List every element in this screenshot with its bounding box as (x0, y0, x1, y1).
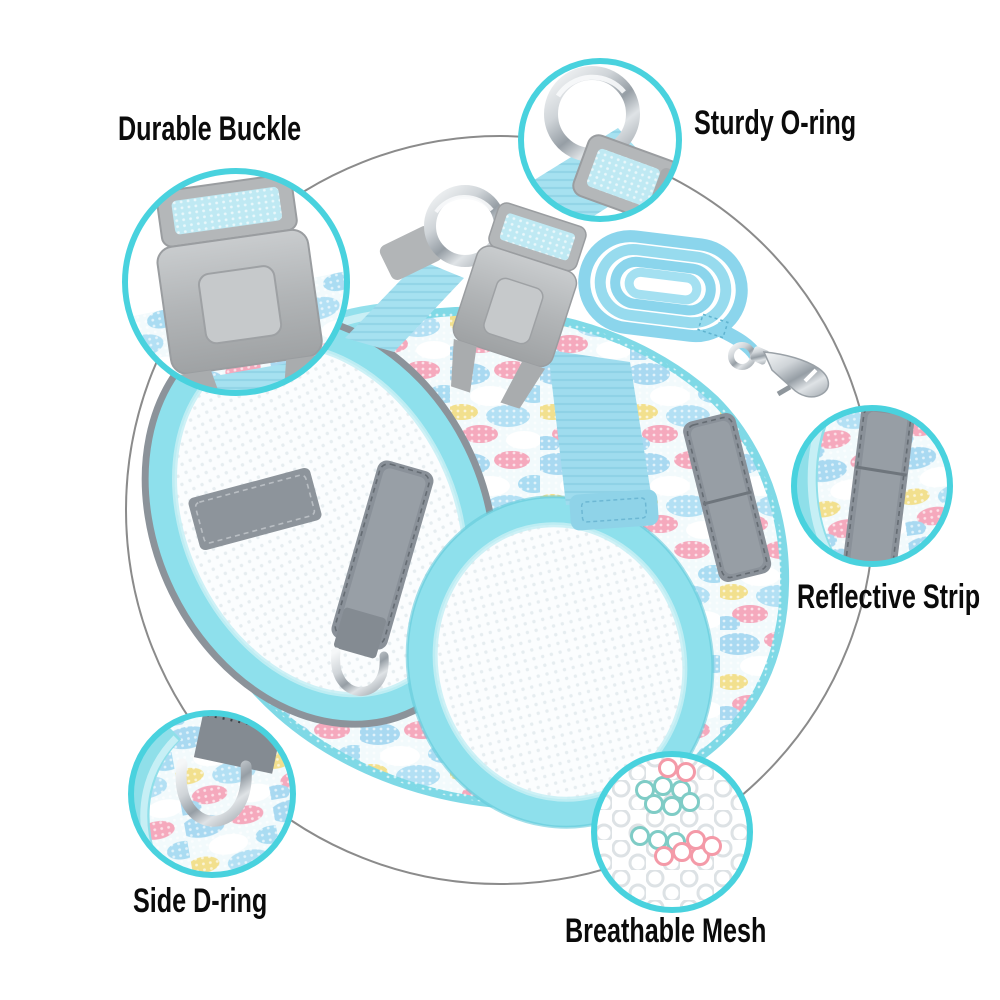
feature-label-durable-buckle: Durable Buckle (118, 110, 302, 148)
feature-label-side-d-ring: Side D-ring (133, 882, 268, 920)
strip-closeup (843, 408, 915, 564)
dring-callout-circle (128, 710, 296, 878)
mesh-closeup (594, 754, 750, 910)
side-reflective-strip (683, 413, 772, 582)
release-buckle (451, 202, 587, 409)
buckle-closeup (155, 173, 323, 393)
leash-snap-hook (728, 342, 830, 398)
feature-label-reflective-strip: Reflective Strip (797, 578, 981, 616)
feature-label-breathable-mesh: Breathable Mesh (565, 912, 767, 950)
center-strap (548, 350, 659, 531)
left-leg-hole (141, 312, 499, 728)
inner-reflective-strip (188, 467, 322, 551)
buckle-callout-circle (122, 168, 350, 396)
leash (578, 230, 830, 398)
feature-label-sturdy-o-ring: Sturdy O-ring (694, 104, 857, 142)
shoulder-strap (345, 260, 464, 352)
harness-d-ring (331, 607, 389, 696)
mesh-callout-circle (591, 751, 753, 913)
harness (141, 185, 790, 829)
reflective-callout-circle (791, 405, 953, 567)
leash-stitch (697, 313, 729, 339)
